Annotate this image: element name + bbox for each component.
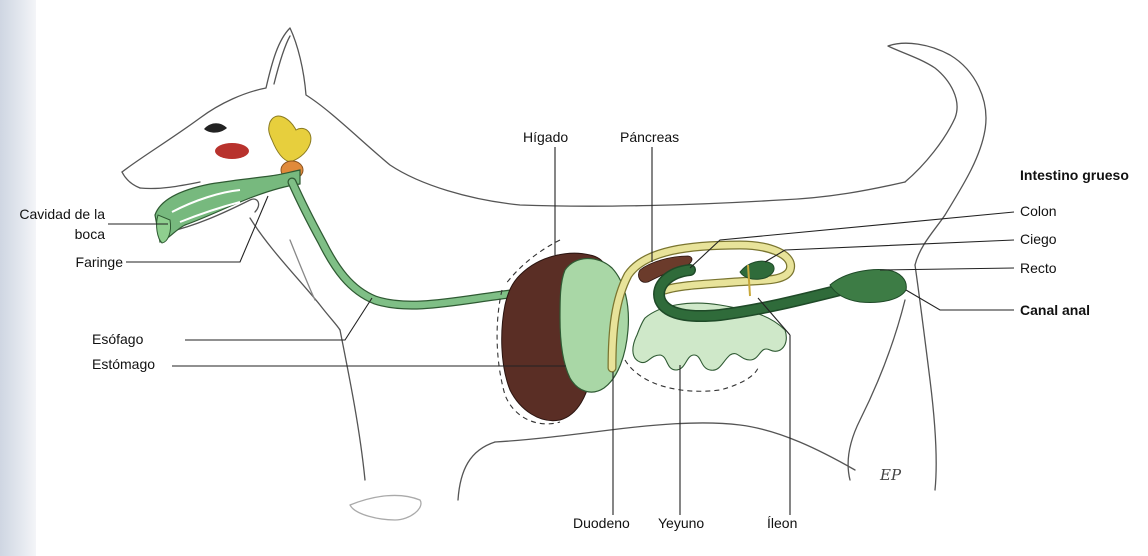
rectum — [830, 270, 906, 303]
salivary-gland — [269, 116, 311, 162]
label-esofago: Esófago — [92, 331, 143, 348]
tongue — [157, 215, 171, 243]
label-ileon: Íleon — [767, 515, 797, 532]
label-yeyuno: Yeyuno — [658, 515, 704, 532]
label-faringe: Faringe — [5, 254, 123, 271]
cecum — [740, 261, 774, 279]
label-estomago: Estómago — [92, 356, 155, 373]
label-higado: Hígado — [523, 129, 568, 146]
label-colon: Colon — [1020, 203, 1057, 220]
artist-signature: EP — [879, 466, 902, 484]
dog-eye — [204, 123, 227, 132]
label-intestino-grueso: Intestino grueso — [1020, 167, 1129, 184]
label-duodeno: Duodeno — [573, 515, 630, 532]
label-cavidad-boca-1: Cavidad de la — [5, 206, 105, 223]
cheek-gland — [215, 143, 249, 159]
label-ciego: Ciego — [1020, 231, 1057, 248]
label-canal-anal: Canal anal — [1020, 302, 1090, 319]
label-recto: Recto — [1020, 260, 1057, 277]
label-pancreas: Páncreas — [620, 129, 679, 146]
label-cavidad-boca-2: boca — [5, 226, 105, 243]
